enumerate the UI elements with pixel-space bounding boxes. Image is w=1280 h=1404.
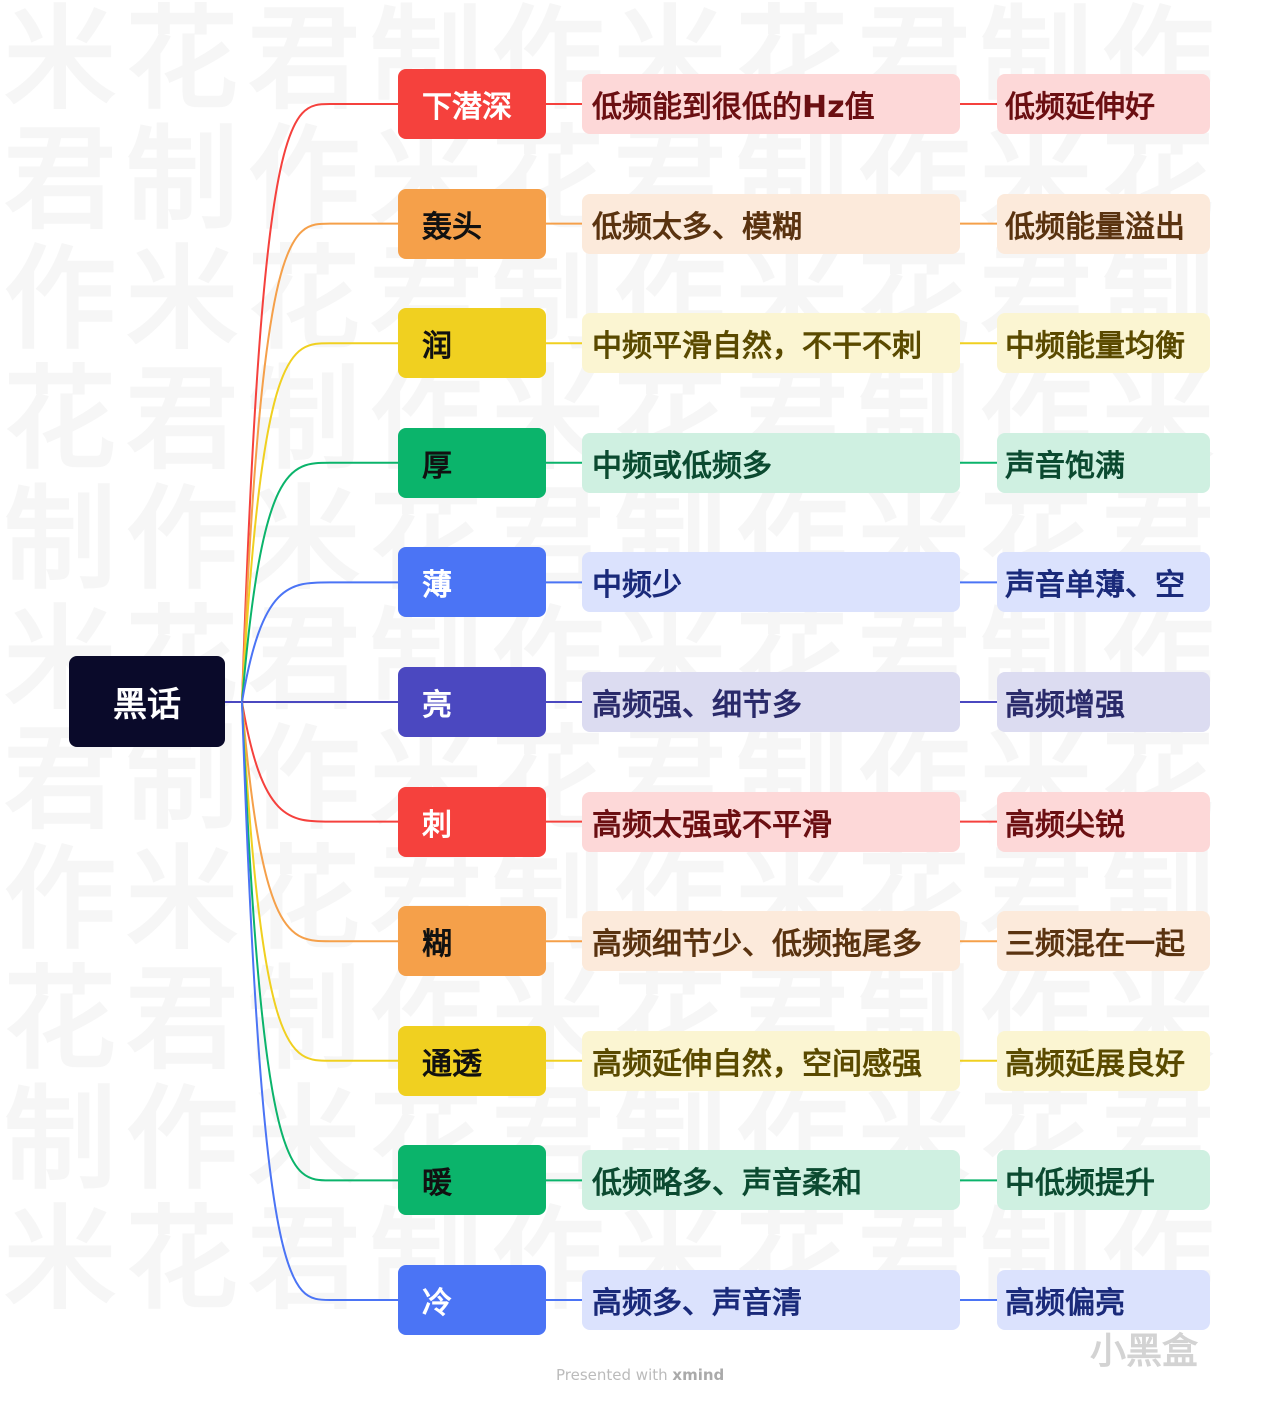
topic-node-label: 薄 [422,568,452,604]
description-node-label: 中频或低频多 [592,448,772,484]
topic-node-label: 厚 [422,448,452,484]
topic-node-label: 通透 [422,1046,482,1082]
result-node-label: 声音饱满 [1005,448,1125,484]
description-node-label: 低频太多、模糊 [592,209,802,245]
topic-node-label: 刺 [422,807,452,843]
description-node[interactable]: 高频延伸自然，空间感强 [582,1030,960,1091]
description-node-label: 高频强、细节多 [592,688,802,723]
branch-connector [241,701,398,1301]
result-node-label: 低频延伸好 [1005,90,1155,125]
description-node[interactable]: 中频平滑自然，不干不刺 [582,313,960,374]
result-node[interactable]: 高频延展良好 [997,1030,1210,1091]
topic-node-label: 下潜深 [422,90,512,125]
description-node[interactable]: 高频太强或不平滑 [582,791,960,852]
description-node[interactable]: 高频多、声音清 [582,1270,960,1330]
result-node[interactable]: 声音饱满 [997,432,1210,493]
topic-node[interactable]: 糊 [398,906,546,977]
description-node[interactable]: 低频能到很低的Hz值 [582,74,960,134]
topic-node-label: 轰头 [422,209,482,245]
branch-connector [241,103,398,703]
branch-connector [241,461,398,703]
topic-node-label: 润 [422,329,452,365]
result-node-label: 三频混在一起 [1005,927,1185,963]
result-node-label: 高频偏亮 [1005,1286,1125,1321]
description-node-label: 高频细节少、低频拖尾多 [592,927,922,963]
root-label: 黑话 [113,685,181,725]
topic-node-label: 糊 [422,927,452,963]
topic-node[interactable]: 轰头 [398,188,546,259]
topic-node[interactable]: 刺 [398,786,546,857]
description-node-label: 高频延伸自然，空间感强 [592,1046,922,1082]
branch-connector [241,222,398,703]
branch-connector [241,701,398,823]
branch-connector [241,701,398,1182]
description-node[interactable]: 低频略多、声音柔和 [582,1150,960,1211]
topic-node-label: 冷 [422,1286,452,1321]
description-node-label: 低频能到很低的Hz值 [592,90,875,125]
result-node[interactable]: 中低频提升 [997,1150,1210,1211]
result-node-label: 中低频提升 [1005,1166,1155,1202]
topic-node[interactable]: 薄 [398,547,546,618]
branch-connector [241,342,398,703]
result-node-label: 低频能量溢出 [1005,209,1185,245]
topic-node[interactable]: 厚 [398,427,546,498]
result-node-label: 中频能量均衡 [1005,329,1185,365]
branch-connector [241,701,398,943]
result-node-label: 高频增强 [1005,688,1125,723]
description-node[interactable]: 中频或低频多 [582,432,960,493]
xiaoheihe-logo: 小黑盒 [1090,1331,1199,1372]
description-node-label: 中频少 [592,568,682,604]
result-node-label: 高频延展良好 [1005,1046,1185,1082]
result-node[interactable]: 低频延伸好 [997,74,1210,134]
result-node[interactable]: 低频能量溢出 [997,193,1210,254]
result-node[interactable]: 声音单薄、空 [997,552,1210,613]
topic-node[interactable]: 亮 [398,667,546,737]
result-node[interactable]: 三频混在一起 [997,911,1210,972]
description-node-label: 低频略多、声音柔和 [592,1166,862,1202]
result-node[interactable]: 中频能量均衡 [997,313,1210,374]
root-node[interactable]: 黑话 [69,656,225,747]
description-node[interactable]: 高频细节少、低频拖尾多 [582,911,960,972]
result-node[interactable]: 高频偏亮 [997,1270,1210,1330]
result-node[interactable]: 高频尖锐 [997,791,1210,852]
topic-node-label: 暖 [422,1166,452,1202]
topic-node[interactable]: 下潜深 [398,69,546,139]
topic-node[interactable]: 冷 [398,1265,546,1335]
branch-connector [241,701,398,1062]
description-node[interactable]: 中频少 [582,552,960,613]
description-node-label: 中频平滑自然，不干不刺 [592,329,922,365]
footer-credit: Presented with xmind [556,1366,725,1384]
result-node-label: 声音单薄、空 [1005,568,1185,604]
description-node[interactable]: 高频强、细节多 [582,672,960,732]
result-node[interactable]: 高频增强 [997,672,1210,732]
topic-node[interactable]: 通透 [398,1025,546,1096]
topic-node[interactable]: 暖 [398,1145,546,1216]
description-node[interactable]: 低频太多、模糊 [582,193,960,254]
topic-node[interactable]: 润 [398,308,546,379]
description-node-label: 高频多、声音清 [592,1286,802,1321]
topic-node-label: 亮 [422,688,452,723]
branch-connector [241,581,398,703]
result-node-label: 高频尖锐 [1005,807,1125,843]
description-node-label: 高频太强或不平滑 [592,807,832,843]
